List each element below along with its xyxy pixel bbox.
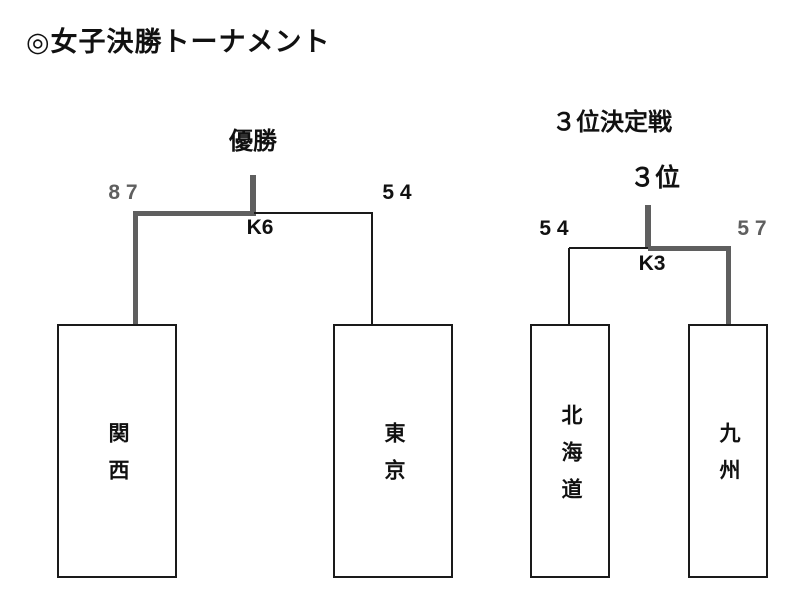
champion-label: 優勝 (229, 128, 277, 155)
third-right-score: 5 7 (737, 217, 767, 240)
third-match-id: K3 (638, 252, 666, 275)
final-winner-vertical-line (133, 211, 138, 324)
team-name-hokkaido: 北海道 (559, 403, 582, 515)
final-champion-connector (250, 175, 256, 213)
final-loser-horizontal-line (254, 212, 373, 214)
third-winner-connector (645, 205, 651, 248)
third-loser-vertical-line (568, 248, 570, 324)
page-title: ◎女子決勝トーナメント (26, 27, 331, 57)
final-right-score: 5 4 (382, 181, 412, 204)
team-box-tokyo: 東京 (333, 324, 453, 578)
third-winner-vertical-line (726, 246, 731, 324)
final-winner-horizontal-line (133, 211, 256, 216)
final-match-id: K6 (246, 216, 274, 239)
third-winner-horizontal-line (648, 246, 731, 251)
third-place-header: ３位決定戦 (552, 109, 672, 136)
team-name-kansai: 関西 (106, 422, 129, 496)
final-left-score: 8 7 (108, 181, 138, 204)
team-name-tokyo: 東京 (382, 422, 405, 496)
team-box-hokkaido: 北海道 (530, 324, 610, 578)
team-box-kyushu: 九州 (688, 324, 768, 578)
third-place-label: ３位 (629, 164, 681, 192)
team-box-kansai: 関西 (57, 324, 177, 578)
team-name-kyushu: 九州 (717, 422, 740, 496)
third-loser-horizontal-line (569, 247, 648, 249)
final-loser-vertical-line (371, 212, 373, 324)
third-left-score: 5 4 (539, 217, 569, 240)
